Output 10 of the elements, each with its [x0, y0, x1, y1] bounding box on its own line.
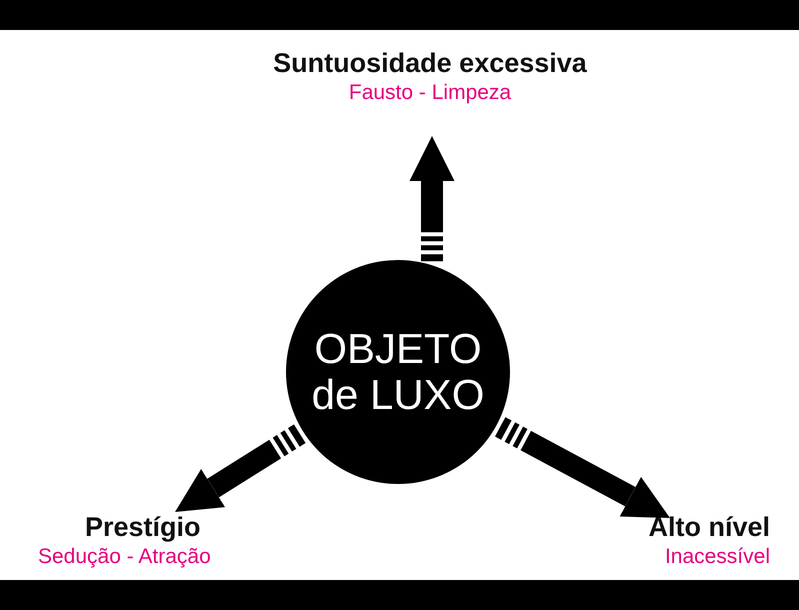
subheading: Inacessível [664, 545, 770, 569]
subheading: Sedução - Atração [38, 545, 211, 569]
heading: Alto nível [648, 512, 770, 543]
arrow [175, 424, 306, 512]
heading: Prestígio [85, 512, 201, 543]
node-title: OBJETO de LUXO [310, 326, 486, 418]
subheading: Fausto - Limpeza [348, 81, 512, 105]
arrow [495, 417, 670, 518]
arrow [410, 136, 454, 262]
heading: Suntuosidade excessiva [273, 48, 587, 79]
